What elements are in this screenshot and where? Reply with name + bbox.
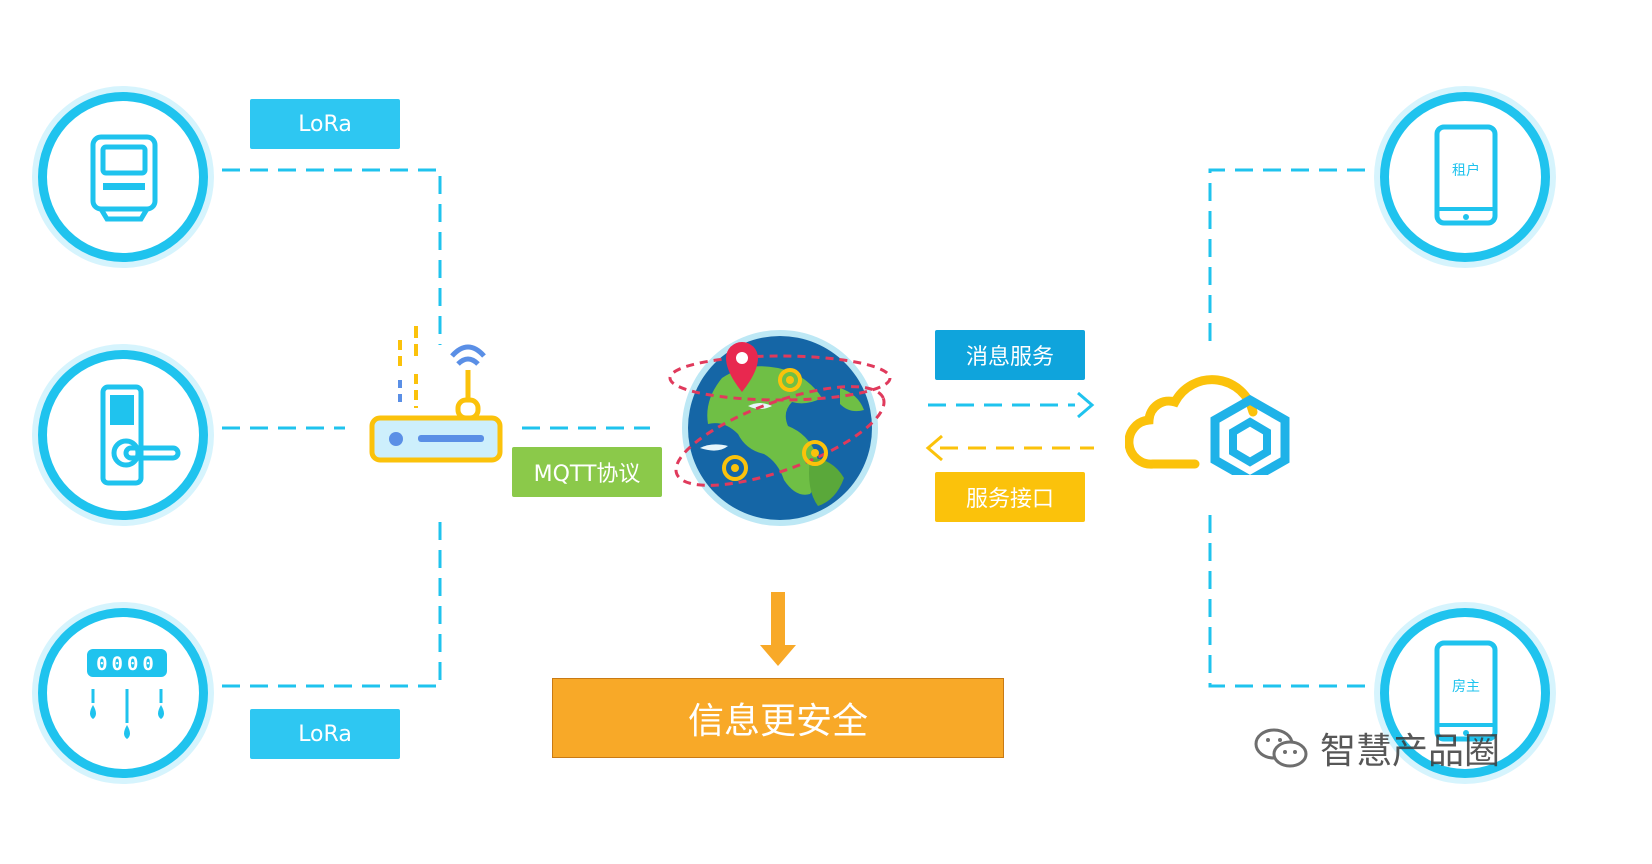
water-meter-icon: 0000	[87, 649, 167, 739]
mqtt-tag: MQTT协议	[512, 447, 662, 497]
router-icon	[369, 326, 503, 463]
watermark: 智慧产品圈	[1252, 722, 1500, 774]
lora-tag-bottom: LoRa	[250, 709, 400, 759]
smart-lock-icon	[100, 384, 181, 486]
wechat-icon	[1254, 728, 1308, 768]
down-arrow-shaft	[771, 592, 785, 647]
arrow-right-icon	[1077, 391, 1095, 419]
lora-tag-top: LoRa	[250, 99, 400, 149]
cloud-icon	[1125, 375, 1290, 475]
line-cloud-tenant	[1208, 168, 1365, 345]
electric-meter-node	[38, 92, 208, 262]
line-cloud-landlord	[1208, 512, 1365, 688]
electric-meter-icon	[90, 134, 158, 222]
line-water-router	[222, 512, 442, 688]
landlord-label: 房主	[1452, 679, 1480, 695]
message-service-tag: 消息服务	[935, 330, 1085, 380]
line-meter-router	[222, 168, 442, 345]
landlord-tablet-node: 房主	[1380, 608, 1550, 778]
tenant-tablet-node: 租户	[1380, 92, 1550, 262]
water-meter-node: 0000	[38, 608, 208, 778]
service-interface-tag: 服务接口	[935, 472, 1085, 522]
tablet-icon: 租户	[1434, 124, 1498, 226]
arrow-left-icon	[925, 434, 943, 462]
meter-digits: 0000	[96, 653, 158, 675]
globe-icon	[668, 330, 892, 526]
smart-lock-node	[38, 350, 208, 520]
secure-box: 信息更安全	[552, 678, 1004, 758]
watermark-text: 智慧产品圈	[1320, 731, 1501, 772]
tablet-icon: 房主	[1434, 640, 1498, 742]
tenant-label: 租户	[1452, 162, 1480, 179]
down-arrow-icon	[760, 645, 796, 666]
